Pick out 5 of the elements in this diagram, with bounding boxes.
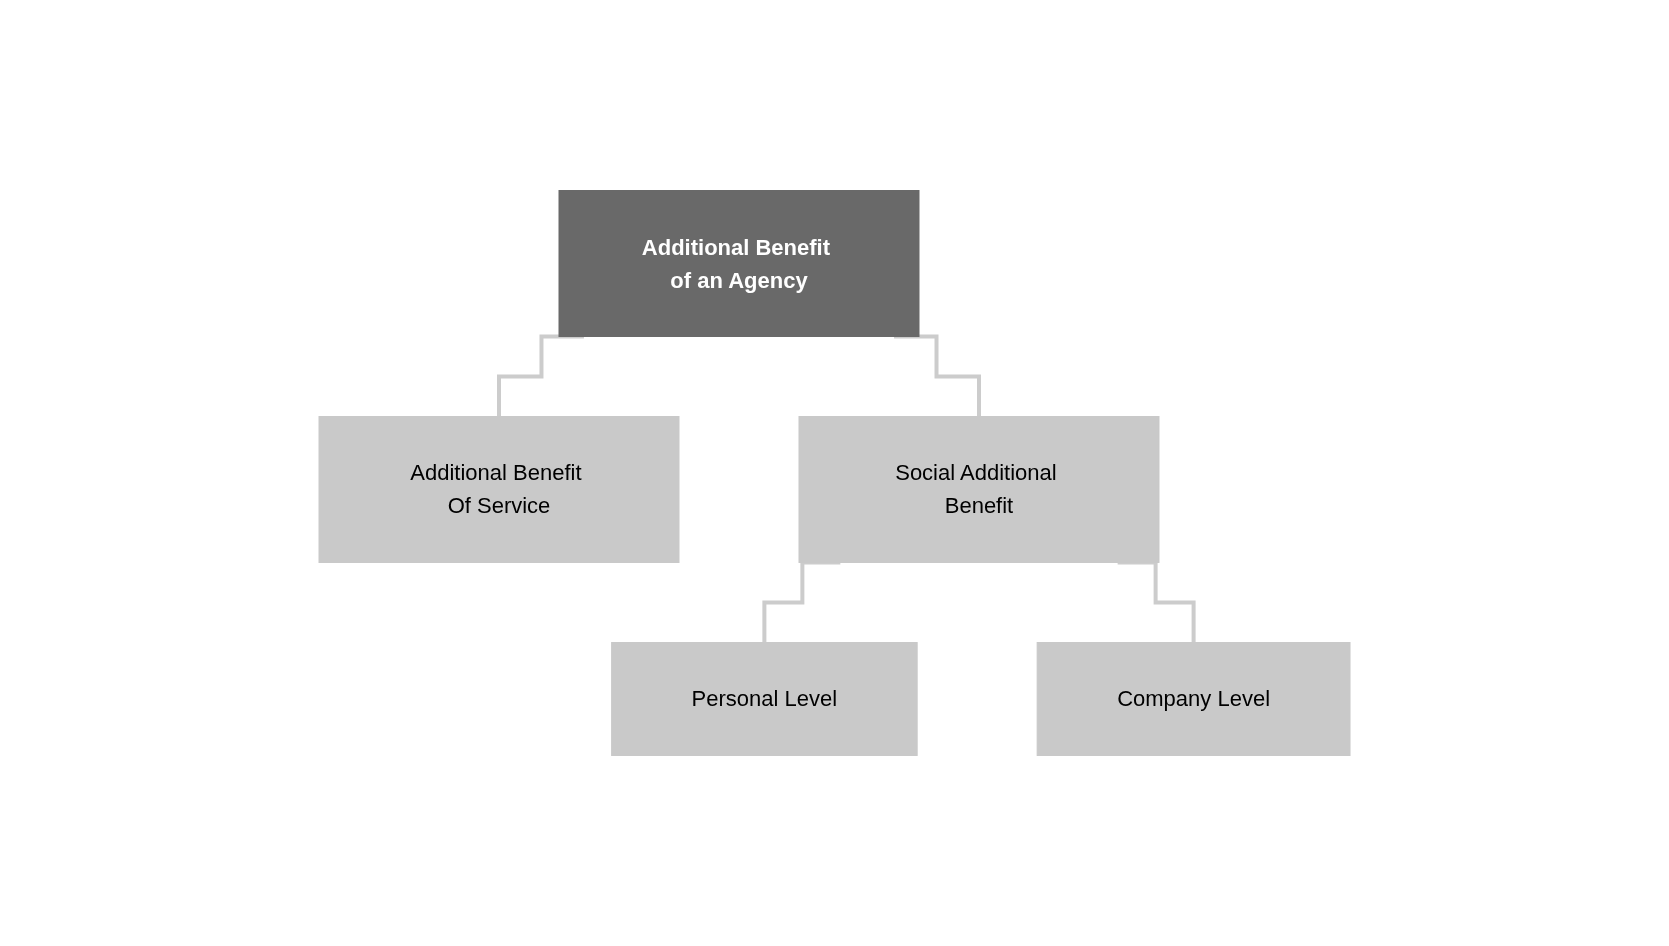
node-box: Social Additional Benefit xyxy=(798,416,1160,563)
node-box: Additional Benefit of an Agency xyxy=(558,190,920,337)
node-box: Personal Level xyxy=(611,642,918,756)
node-box: Company Level xyxy=(1036,642,1351,756)
node-box: Additional Benefit Of Service xyxy=(318,416,680,563)
